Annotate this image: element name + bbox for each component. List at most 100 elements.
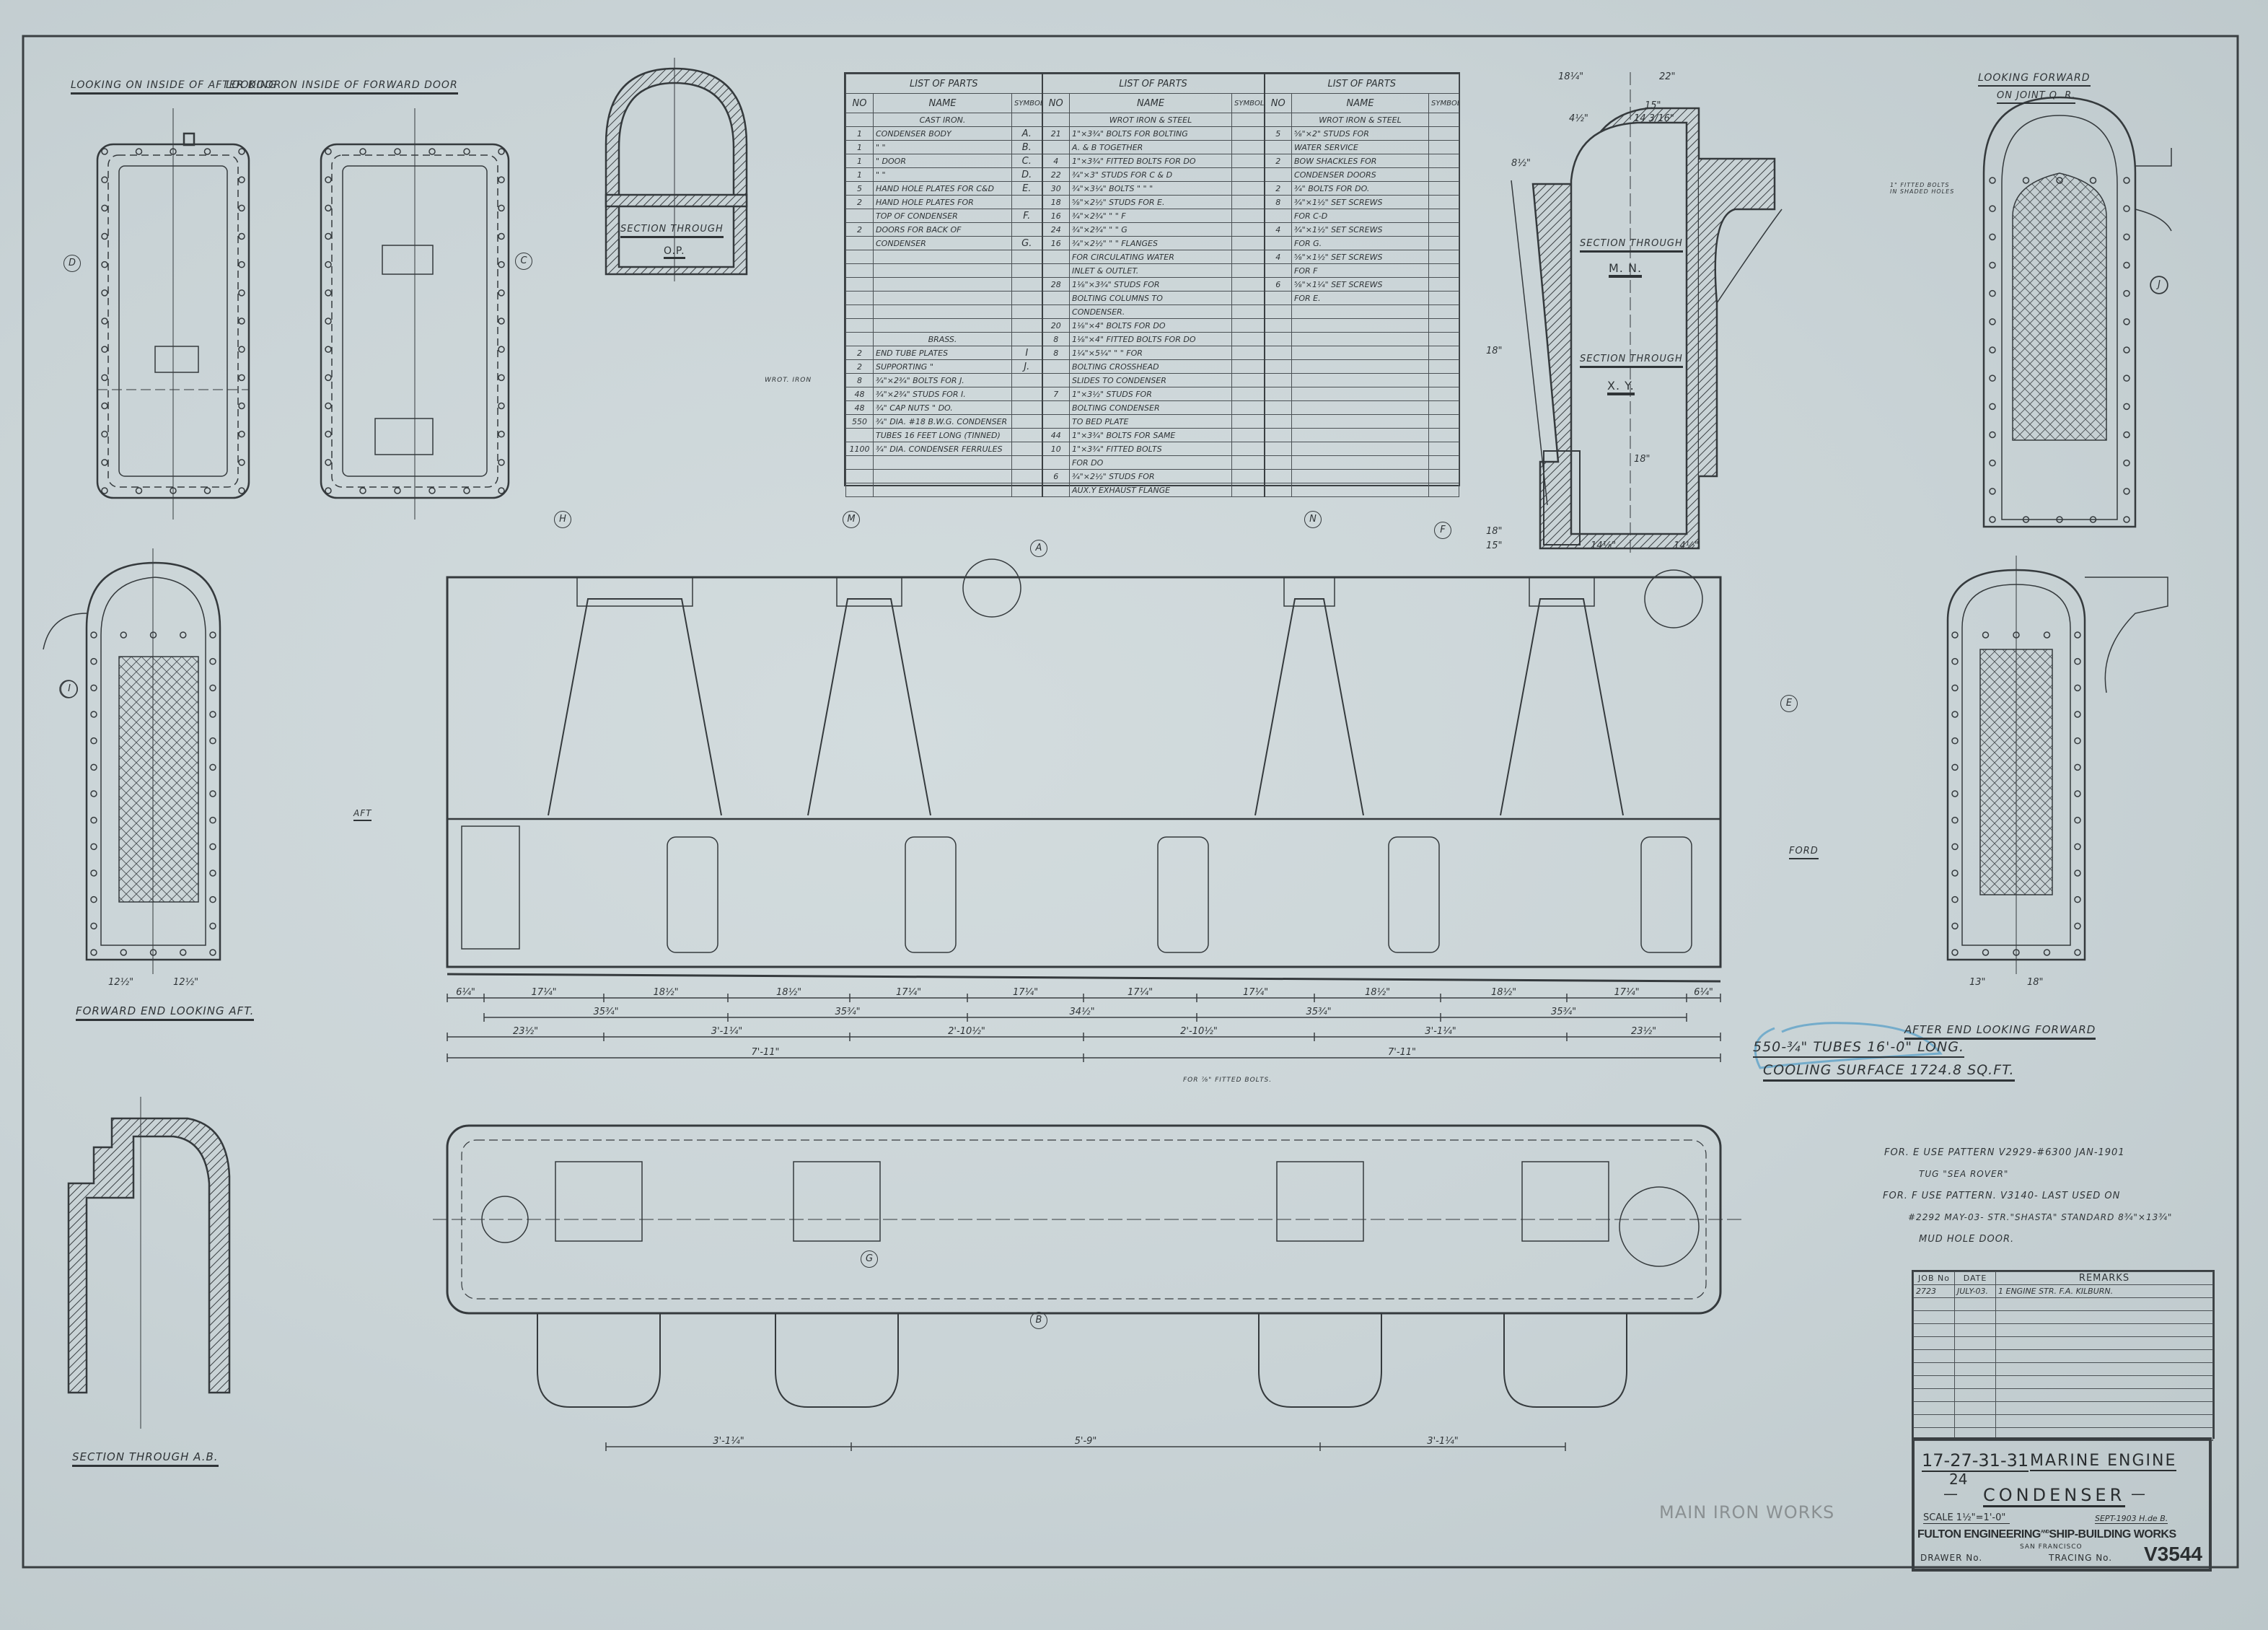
- part-symbol: D.: [1011, 167, 1043, 182]
- bolt-hole: [101, 317, 108, 325]
- bolt-hole: [203, 148, 211, 155]
- plan-hand-hole: [1521, 1161, 1609, 1242]
- bolt-hole: [90, 843, 97, 851]
- bolt-hole: [209, 763, 216, 771]
- part-symbol: [1231, 236, 1265, 250]
- remarks-row: [1913, 1297, 2213, 1311]
- bolt-hole: [1989, 431, 1996, 439]
- forward-end-bolts: [90, 631, 216, 956]
- part-name: [873, 455, 1012, 470]
- part-name: BOLTING CROSSHEAD: [1069, 359, 1233, 374]
- col-header-no: No: [1042, 93, 1071, 113]
- bolt-hole: [101, 148, 108, 155]
- bolt-hole: [394, 487, 401, 494]
- bolt-hole: [101, 260, 108, 268]
- part-quantity: [1264, 400, 1293, 415]
- bolt-hole: [325, 176, 332, 183]
- part-name: [1291, 483, 1430, 497]
- part-quantity: [1042, 263, 1071, 278]
- remarks-job: [1913, 1375, 1955, 1389]
- part-quantity: [845, 291, 874, 305]
- part-name: BRASS.: [873, 332, 1012, 346]
- part-name: 1"×3¾" FITTED BOLTS FOR DO: [1069, 154, 1233, 168]
- plan-foot: [775, 1313, 899, 1408]
- part-name: BOLTING CONDENSER: [1069, 400, 1233, 415]
- bolt-hole: [2013, 949, 2020, 956]
- circled-letter-G: G: [861, 1250, 878, 1268]
- part-name: WROT IRON & STEEL: [1069, 113, 1233, 127]
- part-name: [1291, 400, 1430, 415]
- dimension-label: 35¾": [1551, 1007, 1576, 1017]
- pattern-f-note-2: #2292 MAY-03- STR."SHASTA" STANDARD 8¾"×…: [1908, 1212, 2173, 1222]
- bolt-hole: [180, 631, 187, 639]
- section-dimension-label: 14½": [1674, 540, 1699, 551]
- part-symbol: [1011, 469, 1043, 483]
- part-quantity: [1042, 291, 1071, 305]
- part-symbol: [1011, 428, 1043, 442]
- circled-letter-I: I: [61, 680, 78, 698]
- bolt-hole: [1951, 816, 1959, 824]
- part-symbol: [1231, 400, 1265, 415]
- hand-hole: [1388, 836, 1440, 953]
- bolt-hole: [238, 148, 245, 155]
- part-name: [1291, 373, 1430, 387]
- part-symbol: [1231, 442, 1265, 456]
- after-end-label: AFTER END LOOKING FORWARD: [1904, 1023, 2096, 1040]
- pattern-f-note: FOR. F USE PATTERN. V3140- LAST USED ON: [1883, 1191, 2121, 1201]
- part-symbol: F.: [1011, 209, 1043, 223]
- part-quantity: [1264, 414, 1293, 429]
- bolt-hole: [238, 176, 245, 183]
- bolt-hole: [498, 430, 505, 438]
- side-elevation-view: [446, 558, 1722, 983]
- part-name: WATER SERVICE: [1291, 140, 1430, 154]
- remarks-job: [1913, 1336, 1955, 1350]
- part-symbol: [1231, 455, 1265, 470]
- bolt-hole: [90, 711, 97, 718]
- bolt-hole: [1989, 318, 1996, 325]
- bolt-hole: [209, 790, 216, 797]
- company-and: AND: [2040, 1530, 2049, 1535]
- part-quantity: [1042, 373, 1071, 387]
- bolt-hole: [90, 684, 97, 692]
- bolt-hole: [1989, 177, 1996, 184]
- bolt-hole: [325, 317, 332, 325]
- blue-pencil-mark: [1754, 1022, 1943, 1069]
- part-name: TOP OF CONDENSER: [873, 209, 1012, 223]
- bolt-hole: [149, 631, 157, 639]
- part-name: ¾"×2¾" " " F: [1069, 209, 1233, 223]
- dimension-label: 3'-1¼": [1425, 1026, 1456, 1037]
- remarks-row: [1913, 1310, 2213, 1324]
- part-name: A. & B TOGETHER: [1069, 140, 1233, 154]
- bolt-hole: [428, 487, 436, 494]
- part-name: [1291, 455, 1430, 470]
- bolt-hole: [90, 657, 97, 665]
- tubes-note: 550-¾" TUBES 16'-0" LONG.: [1753, 1039, 1965, 1058]
- bolt-hole: [463, 487, 470, 494]
- section-dimension-label: 18¼": [1558, 71, 1583, 82]
- parts-row: CONDENSER.: [845, 304, 1460, 319]
- part-symbol: [1428, 181, 1460, 196]
- bolt-hole: [2074, 816, 2081, 824]
- part-quantity: [845, 332, 874, 346]
- column-flange: [836, 577, 902, 607]
- part-symbol: [1428, 387, 1460, 401]
- part-name: BOW SHACKLES FOR: [1291, 154, 1430, 168]
- bolt-hole: [1989, 261, 1996, 269]
- remarks-date: [1954, 1336, 1996, 1350]
- engine-sub-number: 24: [1949, 1471, 1968, 1488]
- bolt-hole: [325, 148, 332, 155]
- part-quantity: [1264, 455, 1293, 470]
- drawer-no-label: DRAWER No.: [1920, 1553, 1983, 1563]
- remarks-remarks: [1995, 1349, 2213, 1363]
- bolt-hole: [209, 922, 216, 930]
- col-header-symbol: SYMBOL: [1011, 93, 1043, 113]
- bolt-hole: [325, 260, 332, 268]
- part-name: [873, 469, 1012, 483]
- part-symbol: [1231, 126, 1265, 141]
- bolt-hole: [209, 657, 216, 665]
- hand-hole: [1640, 836, 1692, 953]
- bolt-hole: [2074, 843, 2081, 851]
- part-quantity: 2: [845, 359, 874, 374]
